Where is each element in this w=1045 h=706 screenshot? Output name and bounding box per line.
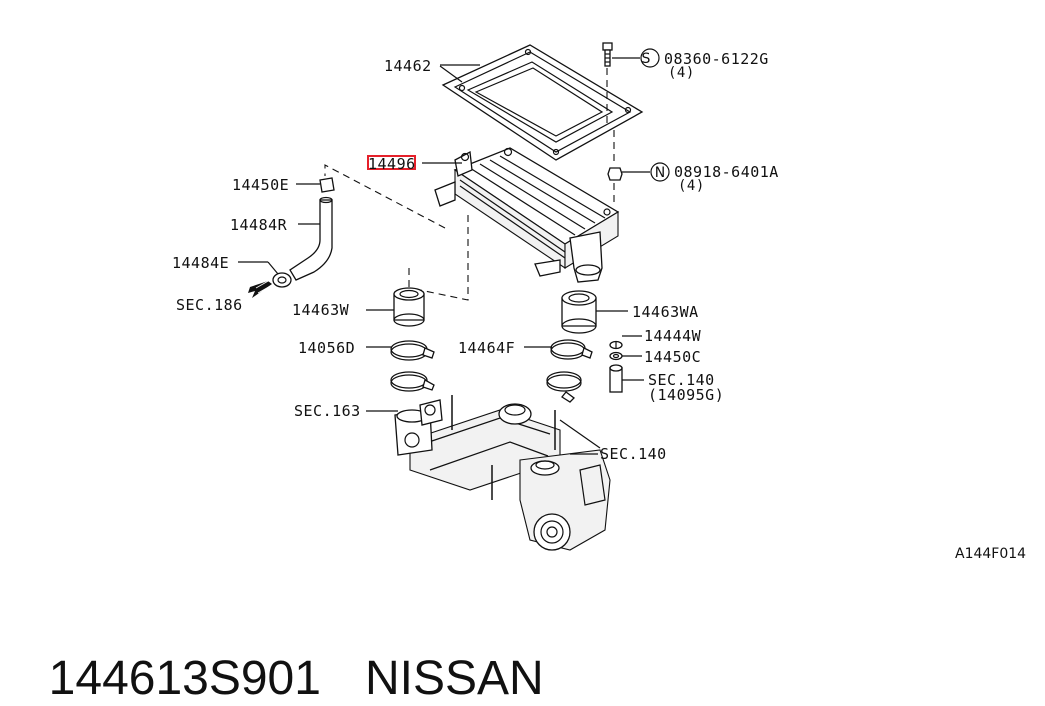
- callout-14464f: 14464F: [458, 339, 515, 357]
- symbol-s: S: [642, 51, 651, 67]
- callout-14463wa: 14463WA: [632, 303, 699, 321]
- intercooler-cover-plate: [441, 44, 644, 161]
- hose-14463wa: [561, 290, 597, 334]
- callout-14056d: 14056D: [298, 339, 355, 357]
- highlight-box: [367, 155, 416, 170]
- callout-14484e: 14484E: [172, 254, 229, 272]
- clamp-14464f: [550, 339, 593, 360]
- callout-14462: 14462: [384, 57, 432, 75]
- intercooler-core: [434, 147, 620, 283]
- washer-14450c: [609, 351, 623, 361]
- clamp-14056d-2: [390, 371, 435, 392]
- hose-14463w: [393, 287, 425, 327]
- callout-sec140-a: SEC.140: [648, 371, 715, 389]
- callout-sec140-b: SEC.140: [600, 445, 667, 463]
- callout-14496: 14496: [368, 155, 416, 173]
- footer-caption: 144613S901 NISSAN: [22, 596, 544, 706]
- callout-08918-qty: (4): [678, 178, 705, 194]
- callout-14463w: 14463W: [292, 301, 350, 319]
- parts-diagram: 14462 S 08360-6122G (4) 14496 N 08918-64…: [172, 42, 1026, 562]
- callout-08360: 08360-6122G: [664, 50, 769, 68]
- callout-08918: 08918-6401A: [674, 163, 779, 181]
- brand-name: NISSAN: [364, 652, 544, 705]
- hose-14484r: [289, 196, 333, 281]
- arrow-sec186: [248, 279, 273, 298]
- callout-sec163: SEC.163: [294, 402, 361, 420]
- callout-14450c: 14450C: [644, 348, 701, 366]
- callout-sec186: SEC.186: [176, 296, 243, 314]
- nut-08918: [607, 167, 623, 181]
- callout-14450e: 14450E: [232, 176, 289, 194]
- part-number: 144613S901: [48, 652, 321, 705]
- callout-sec140-a-sub: (14095G): [648, 386, 724, 404]
- diagram-code: A144F014: [955, 546, 1026, 562]
- callout-14484r: 14484R: [230, 216, 288, 234]
- clip-14484e: [272, 272, 292, 288]
- callout-14444w: 14444W: [644, 327, 702, 345]
- nut-14444w: [609, 340, 623, 350]
- bolt-08360: [602, 42, 613, 67]
- clamp-14056d: [390, 340, 435, 361]
- symbol-n: N: [655, 165, 665, 181]
- engine-manifold-assembly: [394, 395, 611, 551]
- connector-14450e: [319, 177, 335, 193]
- stud-sec140: [609, 364, 623, 393]
- clamp-14464f-2: [546, 371, 582, 403]
- callout-08360-qty: (4): [668, 65, 695, 81]
